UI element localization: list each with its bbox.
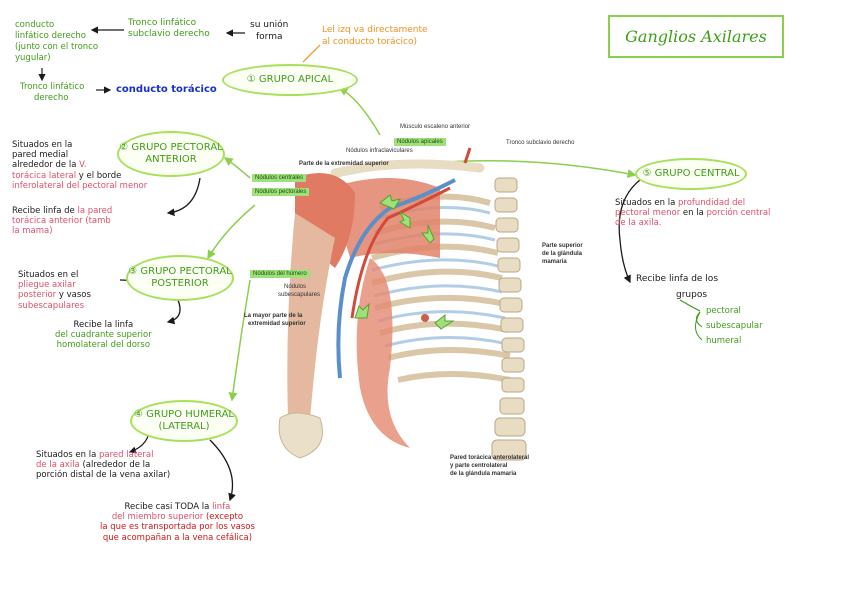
central-list-subescapular: subescapular (706, 321, 763, 331)
elbow (278, 412, 323, 459)
forma-word: forma (256, 32, 283, 42)
group-central-oval: ⑤ GRUPO CENTRAL (635, 158, 747, 190)
label-escaleno: Músculo escaleno anterior (400, 124, 471, 130)
orange-note-1: Lel izq va directamente (322, 25, 428, 35)
posterior-recibe: Recibe la linfa del cuadrante superior h… (55, 320, 152, 351)
group-humeral-oval: ④ GRUPO HUMERAL(LATERAL) (130, 400, 238, 442)
tronco-subclavio-2: subclavio derecho (128, 29, 210, 39)
label-mayor-2: extremidad superior (248, 321, 306, 327)
deltoid-muscle (295, 173, 355, 268)
label-pectorales: Nódulos pectorales (252, 188, 310, 196)
left-note-3: (junto con el tronco (15, 42, 99, 52)
tronco-lower-2: derecho (34, 93, 69, 103)
left-note-2: linfático derecho (15, 31, 87, 41)
central-list-humeral: humeral (706, 336, 742, 346)
posterior-situated: Situados en el pliegue axilar posterior … (18, 270, 91, 311)
central-recibe-2: grupos (676, 290, 708, 300)
pectoral-recibe: Recibe linfa de la pared torácica anteri… (12, 206, 113, 237)
left-note-4: yugular) (15, 53, 51, 63)
axilla-anatomy-figure (278, 147, 527, 461)
serratus-muscle (356, 258, 410, 448)
humeral-situated: Situados en la pared lateral de la axila… (36, 450, 171, 481)
label-infraclav: Nódulos infraclaviculares (346, 148, 413, 154)
label-tronco-subclavio: Tronco subclavio derecho (506, 140, 575, 146)
label-pared-2: y parte centrolateral (450, 463, 508, 469)
pectoral-situated: Situados en la pared medial alrededor de… (12, 140, 148, 191)
label-apicales: Nódulos apicales (394, 138, 446, 146)
group-apical-oval: ① GRUPO APICAL (222, 64, 358, 96)
label-subesc-1: Nódulos (284, 284, 307, 290)
label-mama-sup-1: Parte superior (542, 243, 583, 249)
tronco-subclavio-1: Tronco linfático (128, 18, 197, 28)
central-situated: Situados en la profundidad del pectoral … (615, 198, 771, 229)
spine (491, 177, 527, 461)
label-subesc-2: subescapulares (278, 292, 321, 298)
label-mama-sup-3: mamaria (542, 259, 567, 265)
orange-note-2: al conducto torácico) (322, 37, 417, 47)
label-pared-1: Pared torácica anterolateral (450, 455, 530, 461)
label-humero: Nódulos del húmero (250, 270, 310, 278)
label-centrales: Nódulos centrales (252, 174, 307, 182)
page-title: Ganglios Axilares (608, 15, 784, 58)
humerus-arm (287, 213, 335, 420)
central-recibe-1: Recibe linfa de los (636, 274, 719, 284)
tronco-lower-1: Tronco linfático (20, 82, 85, 92)
left-note-1: conducto (15, 20, 55, 30)
label-ext-sup: Parte de la extremidad superior (299, 161, 389, 167)
central-list-pectoral: pectoral (706, 306, 741, 316)
label-mayor-1: La mayor parte de la (244, 313, 303, 319)
conducto-toracico: conducto torácico (116, 84, 217, 95)
label-mama-sup-2: de la glándula (542, 251, 583, 257)
humeral-recibe: Recibe casi TODA la linfa del miembro su… (100, 502, 255, 543)
label-pared-3: de la glándula mamaria (450, 471, 517, 477)
union-word: su unión (250, 20, 289, 30)
